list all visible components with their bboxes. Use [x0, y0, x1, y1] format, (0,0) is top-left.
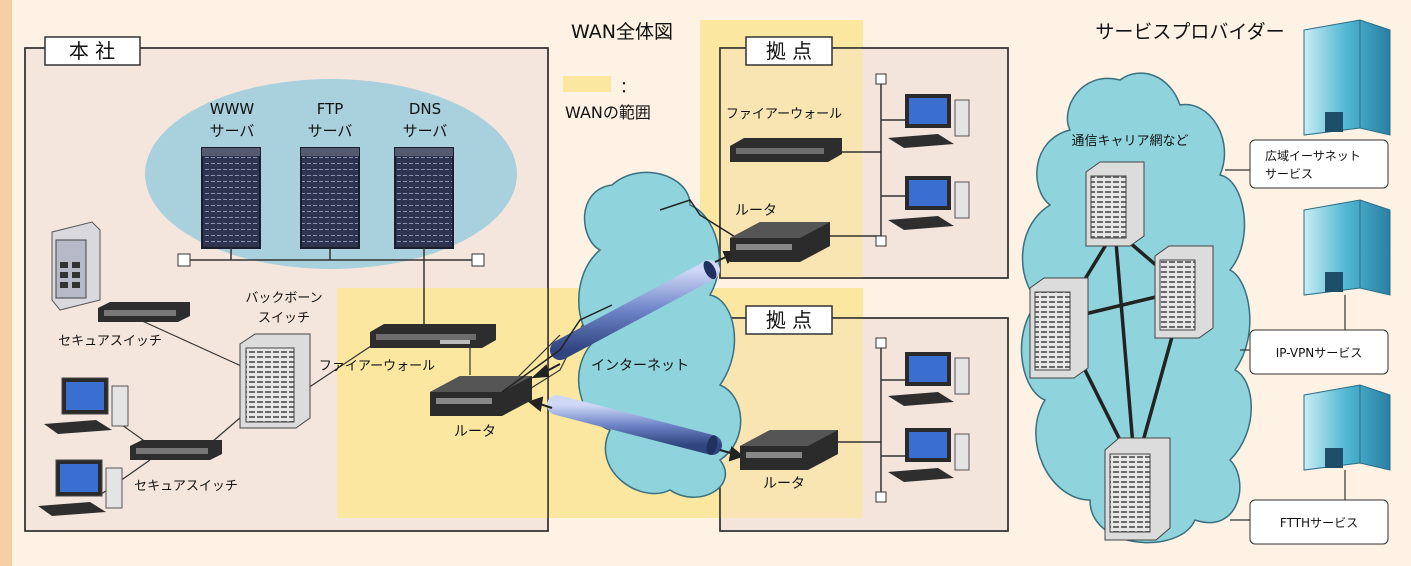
hq-title: 本 社: [69, 39, 115, 63]
server-ftp-label1: FTP: [317, 100, 344, 118]
service-label-2: IP-VPNサービス: [1276, 346, 1363, 360]
service-label-1-line1: 広域イーサネット: [1265, 149, 1361, 163]
server-lan: [184, 248, 478, 335]
secure-switch-icon: [130, 440, 222, 460]
pc-icon: [888, 428, 970, 482]
secure-switch-label: セキュアスイッチ: [58, 334, 162, 349]
terminator-icon: [875, 337, 887, 349]
provider-title: サービスプロバイダー: [1095, 21, 1284, 43]
server-dns-label2: サーバ: [403, 122, 448, 140]
building-icon: [1303, 19, 1391, 136]
terminator-icon: [471, 253, 485, 267]
hq-title-box: [44, 36, 141, 66]
pc-icon: [888, 94, 970, 148]
building-icon: [1303, 384, 1391, 471]
hq-router-label: ルータ: [454, 424, 496, 440]
server-dns-label1: DNS: [409, 100, 441, 118]
carrier-rack-icon: [1154, 245, 1214, 339]
router-icon: [740, 430, 838, 470]
service-box: [1249, 499, 1389, 545]
server-www-label1: WWW: [210, 100, 255, 118]
branch1-lan: [830, 82, 905, 237]
carrier-label: 通信キャリア網など: [1071, 134, 1188, 149]
tunnel-arrows: [527, 251, 745, 462]
backbone-switch-icon: [239, 333, 311, 429]
pc-icon: [888, 352, 970, 406]
carrier-rack-icon: [1104, 437, 1171, 541]
backbone-label2: スイッチ: [258, 311, 310, 326]
branch2-title: 拠 点: [766, 308, 812, 332]
legend-colon: ：: [620, 77, 636, 96]
server-www-label2: サーバ: [210, 122, 255, 140]
secure-switch-icon: [98, 302, 190, 322]
wan-link: [659, 199, 741, 241]
server-ftp-label2: サーバ: [308, 122, 353, 140]
terminator-icon: [177, 253, 191, 267]
terminator-icon: [875, 491, 887, 503]
service-label-3: FTTHサービス: [1280, 516, 1358, 530]
firewall-icon: [730, 138, 842, 162]
pc-icon: [888, 176, 970, 230]
terminator-icon: [875, 235, 887, 247]
carrier-rack-icon: [1029, 277, 1089, 379]
server-rack-icon: [201, 147, 261, 249]
branch2-router-label: ルータ: [763, 476, 805, 492]
carrier-cloud: [1020, 72, 1252, 544]
internet-label: インターネット: [591, 358, 689, 374]
legend-label: WANの範囲: [565, 103, 651, 122]
service-box: [1249, 329, 1389, 375]
building-icon: [1303, 199, 1391, 296]
secure-switch-label-2: セキュアスイッチ: [134, 479, 238, 494]
pc-icon: [44, 377, 129, 434]
legend-swatch: [563, 76, 611, 92]
server-rack-icon: [394, 147, 454, 249]
backbone-label1: バックボーン: [245, 291, 322, 306]
branch1-title: 拠 点: [766, 39, 812, 63]
diagram-title: WAN全体図: [571, 21, 673, 43]
tower-server-icon: [51, 221, 101, 311]
vpn-tunnel-lower: [547, 395, 722, 455]
branch1-router-label: ルータ: [735, 203, 777, 219]
wan-link: [501, 304, 613, 393]
router-icon: [730, 222, 830, 262]
server-rack-icon: [300, 147, 360, 249]
vpn-tunnel-upper: [550, 260, 720, 360]
terminator-icon: [875, 73, 887, 85]
branch1-firewall-label: ファイアーウォール: [726, 107, 842, 122]
carrier-rack-icon: [1085, 161, 1145, 247]
hq-firewall-label: ファイアーウォール: [319, 359, 435, 374]
service-box: [1249, 139, 1389, 189]
branch2-lan: [838, 346, 905, 494]
pc-icon: [38, 459, 123, 516]
page-edge-stripe: [0, 0, 12, 566]
service-label-1-line2: サービス: [1265, 167, 1313, 181]
firewall-icon: [370, 324, 496, 348]
